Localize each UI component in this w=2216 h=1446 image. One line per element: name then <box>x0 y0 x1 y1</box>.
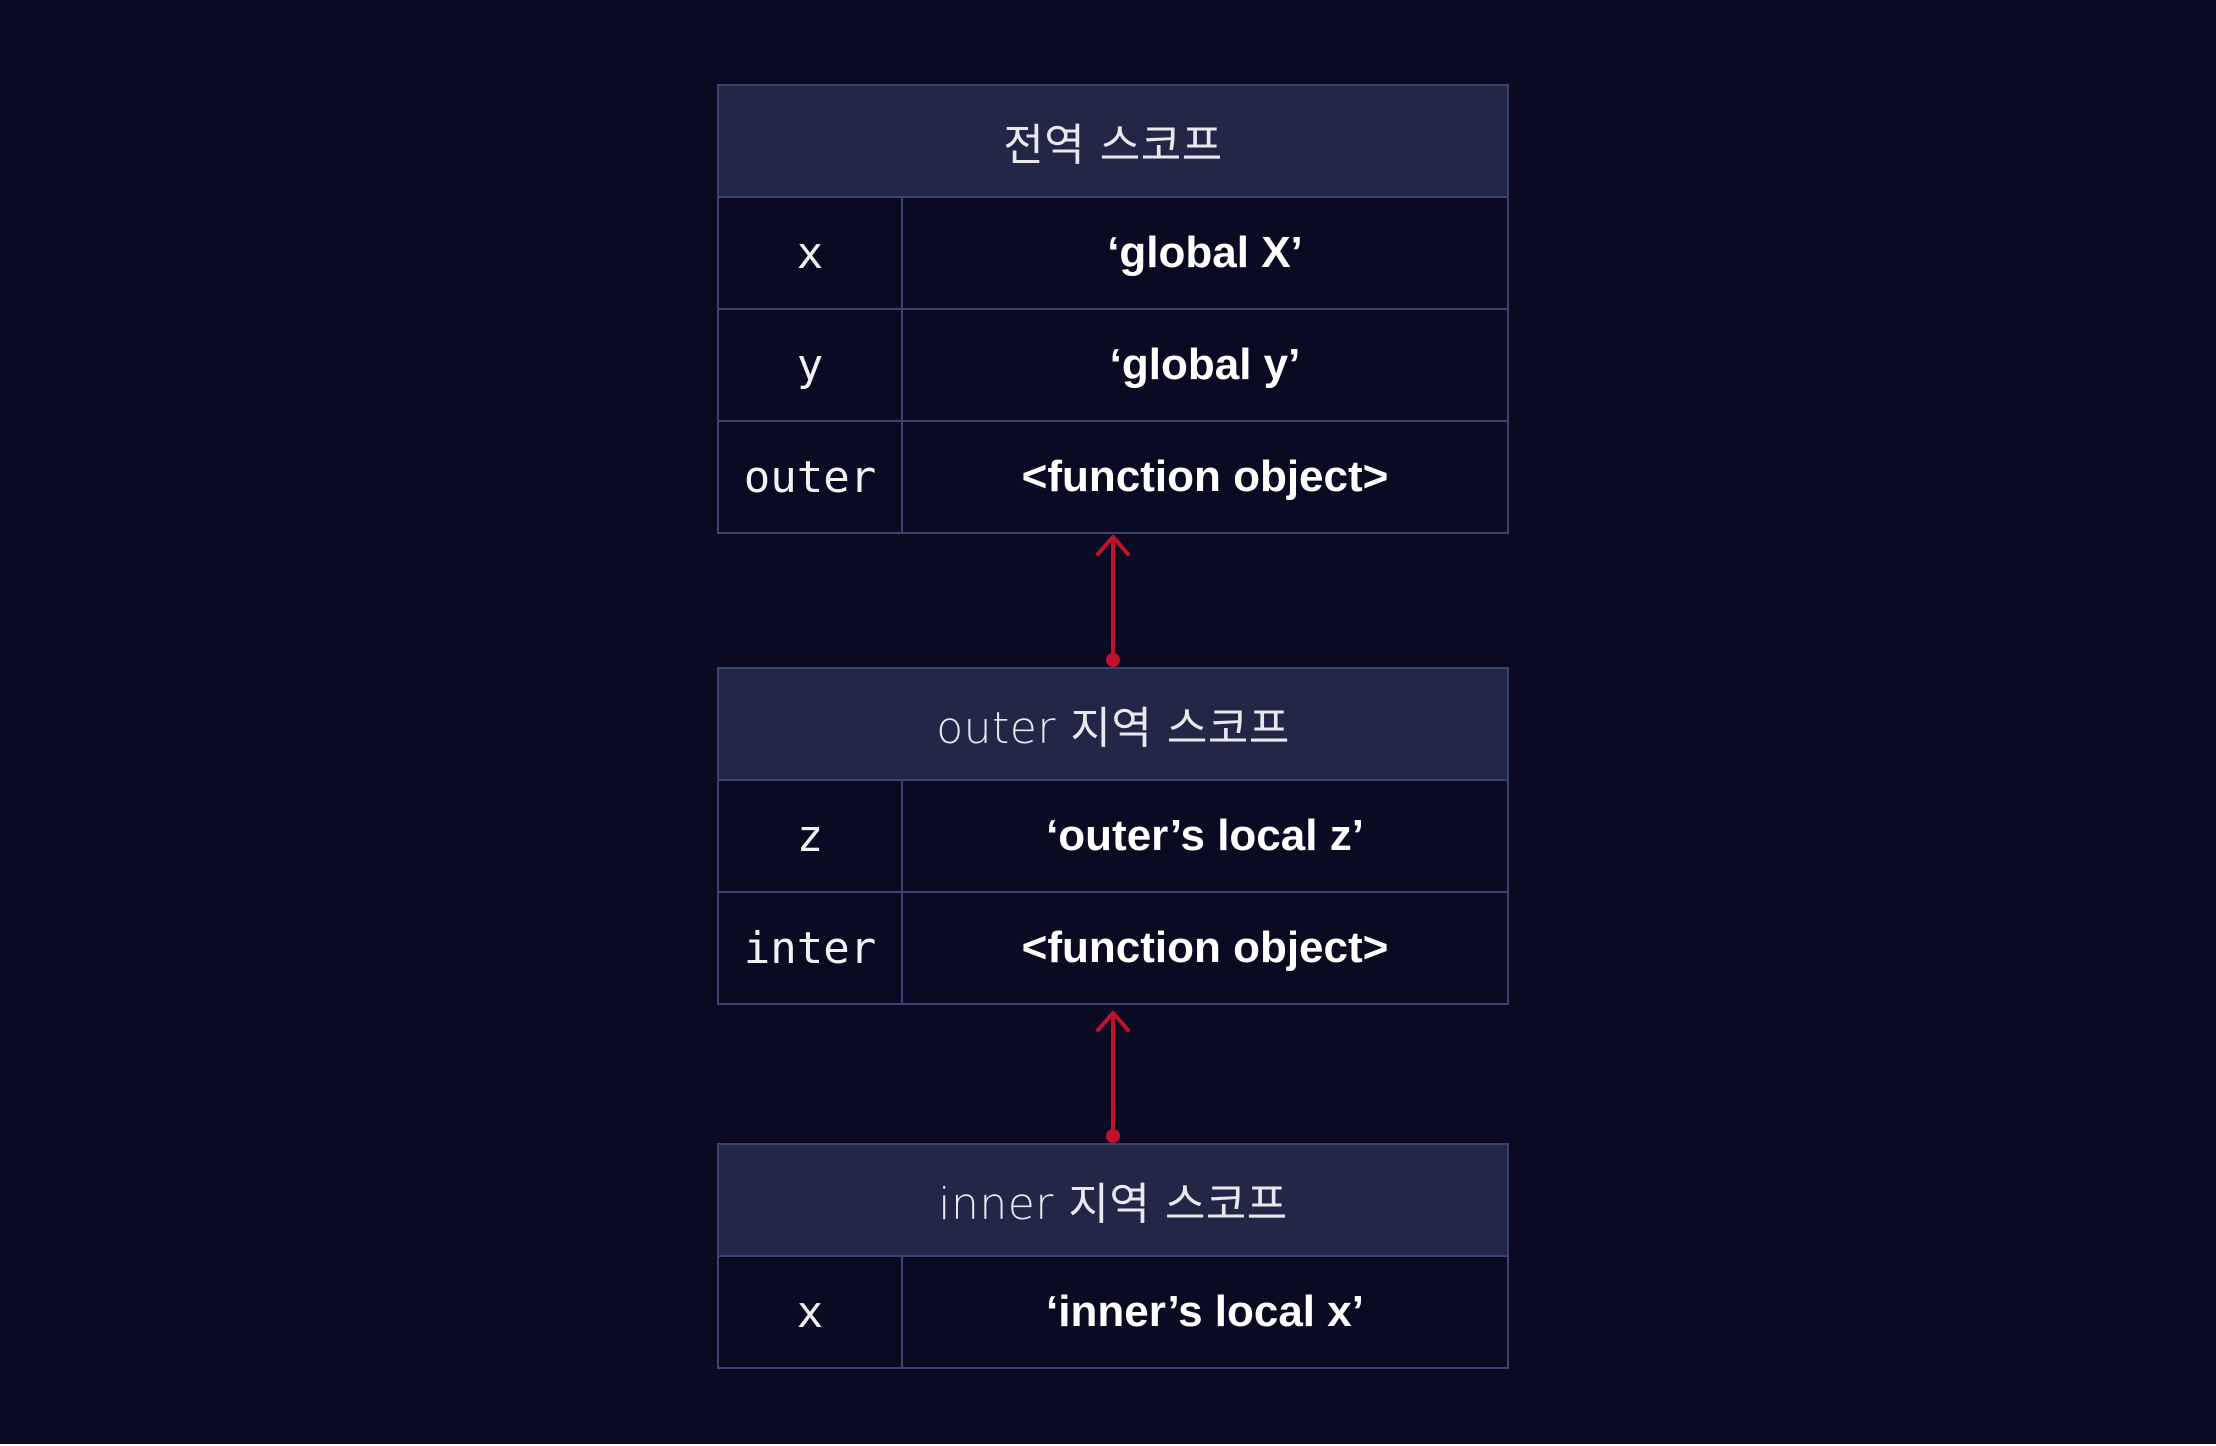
variable-value: ‘inner’s local x’ <box>1046 1287 1364 1336</box>
scope-row: inter <function object> <box>719 893 1507 1003</box>
outer-scope-title: outer 지역 스코프 <box>719 669 1507 781</box>
variable-name: y <box>719 310 903 420</box>
scope-row: y ‘global y’ <box>719 310 1507 422</box>
scope-row: x ‘inner’s local x’ <box>719 1257 1507 1367</box>
bottom-divider <box>0 1444 2216 1446</box>
variable-value: <function object> <box>1021 923 1389 972</box>
inner-scope-box: inner 지역 스코프 x ‘inner’s local x’ <box>717 1143 1509 1369</box>
outer-to-global-arrow <box>1096 535 1130 667</box>
variable-value: ‘outer’s local z’ <box>1046 811 1364 860</box>
scope-row: outer <function object> <box>719 422 1507 532</box>
inner-scope-title: inner 지역 스코프 <box>719 1145 1507 1257</box>
variable-name: x <box>719 198 903 308</box>
variable-name: z <box>719 781 903 891</box>
variable-name: outer <box>719 422 903 532</box>
variable-name: x <box>719 1257 903 1367</box>
variable-value: <function object> <box>1021 452 1389 501</box>
scope-row: x ‘global X’ <box>719 198 1507 310</box>
global-scope-box: 전역 스코프 x ‘global X’ y ‘global y’ outer <… <box>717 84 1509 534</box>
outer-scope-box: outer 지역 스코프 z ‘outer’s local z’ inter <… <box>717 667 1509 1005</box>
global-scope-title: 전역 스코프 <box>719 86 1507 198</box>
scope-row: z ‘outer’s local z’ <box>719 781 1507 893</box>
variable-value: ‘global X’ <box>1107 228 1303 277</box>
inner-to-outer-arrow <box>1096 1011 1130 1143</box>
variable-value: ‘global y’ <box>1109 340 1301 389</box>
variable-name: inter <box>719 893 903 1003</box>
